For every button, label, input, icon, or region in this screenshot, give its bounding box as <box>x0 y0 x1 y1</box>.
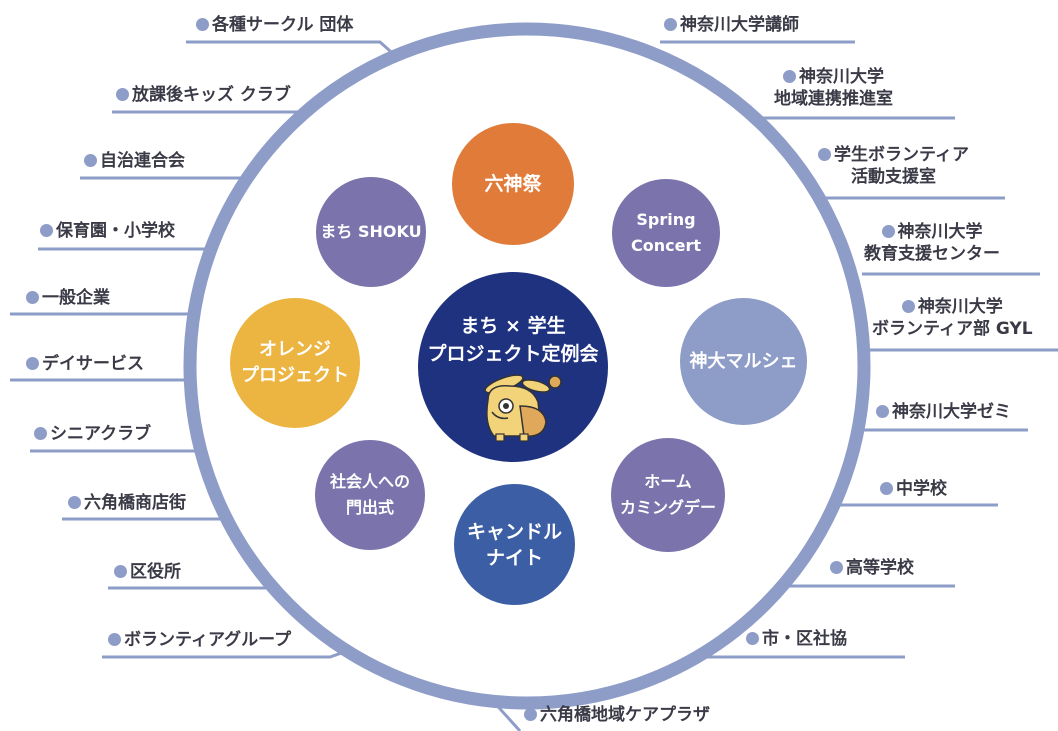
bullet-dot-icon <box>818 148 831 161</box>
mascot-icon <box>484 374 562 442</box>
connector-line <box>102 648 351 659</box>
bullet-dot-icon <box>881 225 895 238</box>
project-machi-shoku: まち SHOKU <box>316 177 426 287</box>
bullet-dot-icon <box>116 88 129 101</box>
connector-line <box>112 108 316 114</box>
bullet-dot-icon <box>830 561 843 574</box>
connector-line <box>80 176 253 182</box>
label-social-welfare-council: 市・区社協 <box>746 628 847 650</box>
label-junior-high: 中学校 <box>880 478 947 500</box>
label-ward-office: 区役所 <box>114 561 181 583</box>
project-homecoming-day: ホームカミングデー <box>611 438 725 552</box>
label-volunteer-club-gyl: 神奈川大学ボランティア部 GYL <box>872 297 1033 339</box>
bullet-dot-icon <box>84 154 97 167</box>
label-care-plaza: 六角橋地域ケアプラザ <box>524 704 710 726</box>
label-shopping-street: 六角橋商店街 <box>68 492 186 514</box>
project-adult-ceremony: 社会人への門出式 <box>315 440 425 550</box>
label-university-seminar: 神奈川大学ゼミ <box>876 401 1011 423</box>
bullet-dot-icon <box>26 291 39 304</box>
bullet-dot-icon <box>876 405 889 418</box>
bullet-dot-icon <box>901 300 915 313</box>
project-candle-night: キャンドルナイト <box>454 484 575 605</box>
label-senior-club: シニアクラブ <box>34 423 151 445</box>
center-meeting: まち × 学生 プロジェクト定例会 <box>418 272 608 462</box>
bullet-dot-icon <box>114 565 127 578</box>
label-education-support-center: 神奈川大学教育支援センター <box>864 222 1000 264</box>
label-nursery-elementary: 保育園・小学校 <box>40 220 175 242</box>
label-volunteer-group: ボランティアグループ <box>108 629 291 651</box>
bullet-dot-icon <box>880 482 893 495</box>
center-title-line2: プロジェクト定例会 <box>427 343 599 365</box>
bullet-dot-icon <box>524 708 537 721</box>
label-regional-partnership-office: 神奈川大学地域連携推進室 <box>774 67 893 109</box>
project-rokujinsai: 六神祭 <box>452 123 574 245</box>
project-jindai-marche: 神大マルシェ <box>680 298 807 425</box>
bullet-dot-icon <box>746 632 759 645</box>
bullet-dot-icon <box>34 427 47 440</box>
bullet-dot-icon <box>108 633 121 646</box>
project-orange: オレンジプロジェクト <box>230 298 360 428</box>
connector-line <box>186 40 402 62</box>
bullet-dot-icon <box>196 18 209 31</box>
bullet-dot-icon <box>783 70 796 83</box>
label-neighborhood-association: 自治連合会 <box>84 150 185 172</box>
center-title-line1: まち × 学生 <box>460 315 566 337</box>
label-university-lecturer: 神奈川大学講師 <box>664 14 799 36</box>
bullet-dot-icon <box>68 496 81 509</box>
label-day-service: デイサービス <box>26 353 144 375</box>
label-circles: 各種サークル 団体 <box>196 14 353 36</box>
bullet-dot-icon <box>26 357 39 370</box>
bullet-dot-icon <box>40 224 53 237</box>
label-afterschool-kids: 放課後キッズ クラブ <box>116 84 291 106</box>
connector-line <box>38 247 213 252</box>
label-volunteer-support-office: 学生ボランティア活動支援室 <box>818 144 969 188</box>
label-high-school: 高等学校 <box>830 557 914 579</box>
label-companies: 一般企業 <box>26 287 110 309</box>
bullet-dot-icon <box>664 18 677 31</box>
